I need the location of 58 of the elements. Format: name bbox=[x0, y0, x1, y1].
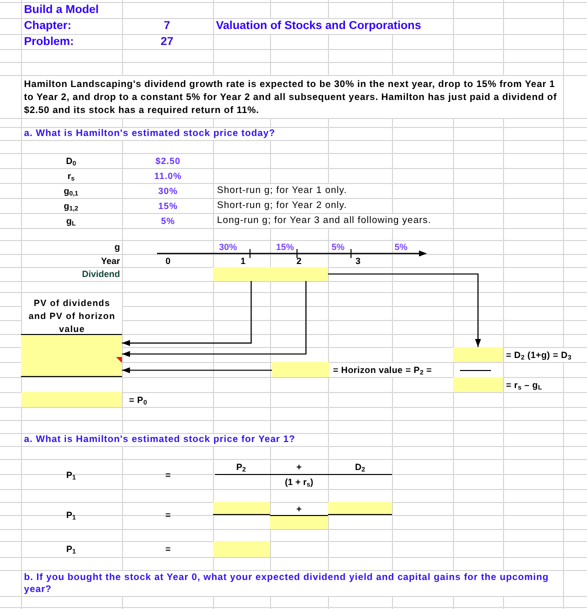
row-label: Dividend bbox=[82, 268, 120, 281]
answer-field bbox=[270, 515, 328, 529]
answer-field bbox=[270, 267, 328, 281]
question-text: a. What is Hamilton's estimated stock price for Year 1? bbox=[22, 434, 298, 446]
variable-label: P$_{1}$ bbox=[66, 469, 76, 483]
answer-field bbox=[21, 392, 122, 407]
answer-field bbox=[272, 362, 329, 377]
question-text: a. What is Hamilton's estimated stock price today? bbox=[22, 128, 278, 140]
variable-label: D$_{2}$ bbox=[354, 461, 366, 474]
chapter-number: 7 bbox=[164, 19, 170, 34]
year-number: 3 bbox=[356, 255, 360, 267]
growth-rate: 5% bbox=[394, 241, 408, 253]
answer-field bbox=[328, 502, 392, 515]
plus-sign: + bbox=[296, 461, 302, 474]
year-number: 2 bbox=[296, 255, 302, 267]
chapter-title: Valuation of Stocks and Corporations bbox=[216, 19, 422, 34]
variable-label: P$_{1}$ bbox=[66, 543, 76, 556]
formula-text: (1 + r$_{s}$) bbox=[284, 476, 314, 489]
row-label: g bbox=[114, 241, 120, 254]
connector-arrow bbox=[328, 273, 481, 347]
note-text: Short-run g; for Year 2 only. bbox=[217, 199, 347, 213]
equals-sign: = bbox=[165, 469, 171, 482]
equals-sign: = bbox=[165, 543, 171, 556]
connector-arrow bbox=[122, 281, 252, 346]
answer-field bbox=[213, 502, 270, 515]
sheet-title: Build a Model bbox=[24, 3, 99, 18]
input-value: 5% bbox=[161, 215, 175, 228]
variable-label: D$_{0}$ bbox=[66, 155, 76, 168]
growth-rate: 5% bbox=[332, 241, 344, 253]
variable-label: g$_{L}$ bbox=[66, 215, 76, 228]
variable-label: g$_{1,2}$ bbox=[64, 200, 78, 213]
input-value: 30% bbox=[158, 185, 178, 198]
plus-sign: + bbox=[296, 503, 302, 515]
growth-rate: 15% bbox=[276, 241, 294, 253]
formula-text: = Horizon value = P$_{2}$ = bbox=[333, 363, 432, 377]
problem-number: 27 bbox=[160, 35, 174, 49]
year-number: 1 bbox=[240, 255, 246, 267]
answer-field bbox=[213, 267, 270, 281]
input-value: 11.0% bbox=[154, 170, 182, 183]
connector-arrow bbox=[122, 281, 306, 357]
growth-rate: 30% bbox=[219, 241, 237, 253]
variable-label: r$_{s}$ bbox=[67, 170, 75, 183]
equals-sign: = bbox=[165, 509, 171, 522]
variable-label: g$_{0,1}$ bbox=[64, 185, 78, 198]
answer-field bbox=[453, 377, 503, 392]
row-label: Year bbox=[100, 255, 120, 267]
connector-arrow bbox=[122, 367, 272, 374]
note-text: Long-run g; for Year 3 and all following years. bbox=[217, 214, 432, 228]
variable-label: P$_{1}$ bbox=[66, 509, 76, 522]
formula-text: = D$_{2}$ (1+g) = D$_{3}$ bbox=[506, 348, 572, 362]
answer-field bbox=[453, 347, 503, 362]
variable-label: P$_{2}$ bbox=[236, 461, 246, 474]
answer-field bbox=[213, 541, 270, 557]
input-value: $2.50 bbox=[155, 155, 181, 168]
input-value: 15% bbox=[158, 200, 178, 213]
year-number: 0 bbox=[166, 255, 170, 267]
note-text: Short-run g; for Year 1 only. bbox=[217, 184, 347, 198]
chapter-label: Chapter: bbox=[24, 19, 72, 34]
